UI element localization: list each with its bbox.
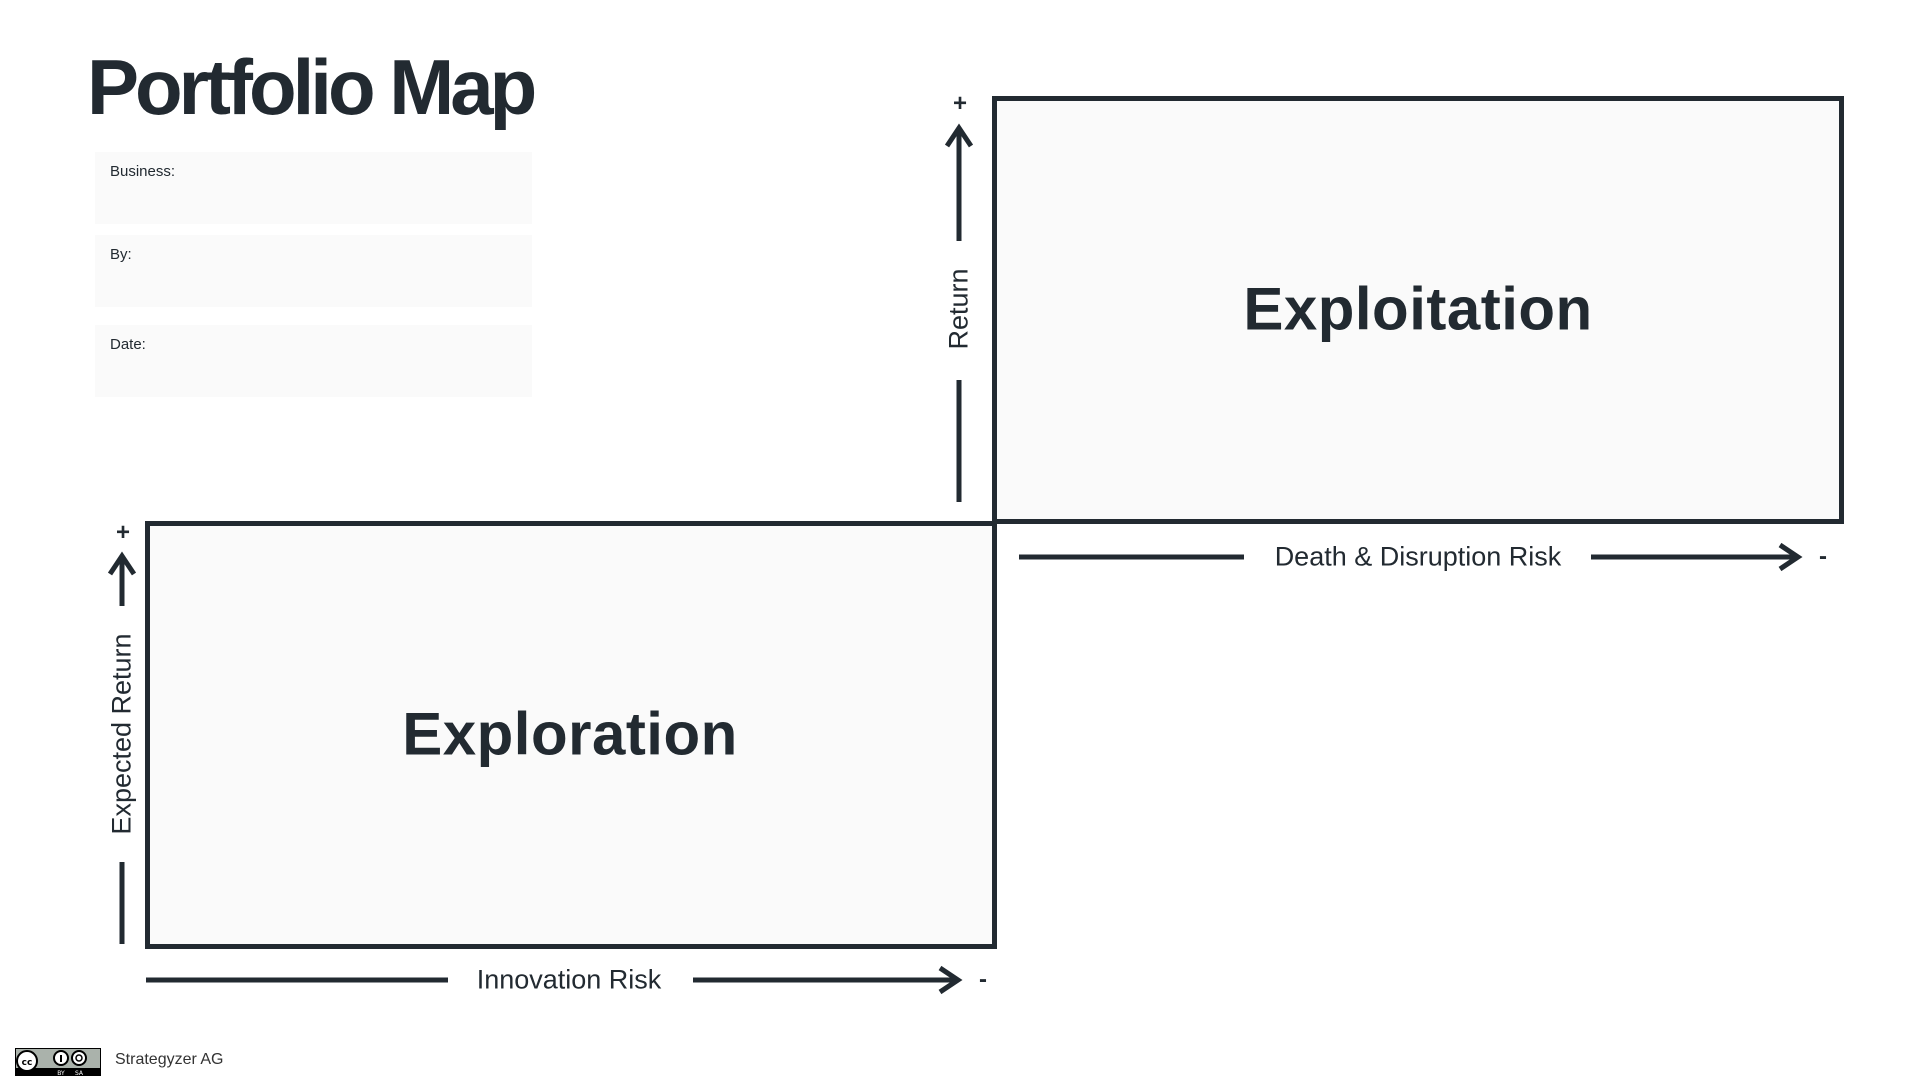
page-title: Portfolio Map — [87, 43, 537, 131]
cc-by-sa-license-icon: cc BY SA — [15, 1048, 101, 1076]
return-plus: + — [952, 90, 968, 117]
exploitation-quadrant[interactable] — [992, 96, 1844, 524]
svg-text:BY: BY — [57, 1070, 65, 1076]
by-field[interactable]: By: — [95, 235, 532, 307]
return-arrow-head — [944, 123, 974, 148]
date-label: Date: — [110, 336, 146, 353]
innovation-risk-arrow-head — [938, 965, 963, 995]
business-label: Business: — [110, 163, 176, 180]
exploration-quadrant[interactable] — [145, 521, 997, 949]
death-disruption-risk-label: Death & Disruption Risk — [1268, 541, 1568, 573]
death-risk-arrow-head — [1778, 542, 1803, 572]
expected-return-label: Expected Return — [106, 633, 137, 835]
innovation-risk-label: Innovation Risk — [470, 964, 668, 996]
svg-text:SA: SA — [75, 1070, 84, 1076]
death-risk-minus: - — [1819, 543, 1827, 570]
innovation-risk-minus: - — [979, 966, 987, 993]
by-label: By: — [110, 246, 132, 263]
return-label: Return — [943, 268, 974, 350]
svg-text:cc: cc — [22, 1058, 33, 1068]
footer-company: Strategyzer AG — [115, 1051, 224, 1068]
business-field[interactable]: Business: — [95, 152, 532, 224]
exploration-title: Exploration — [402, 700, 738, 768]
exploitation-title: Exploitation — [1243, 275, 1593, 343]
expected-return-arrow-head — [107, 551, 137, 576]
date-field[interactable]: Date: — [95, 325, 532, 397]
expected-return-plus: + — [115, 519, 131, 546]
